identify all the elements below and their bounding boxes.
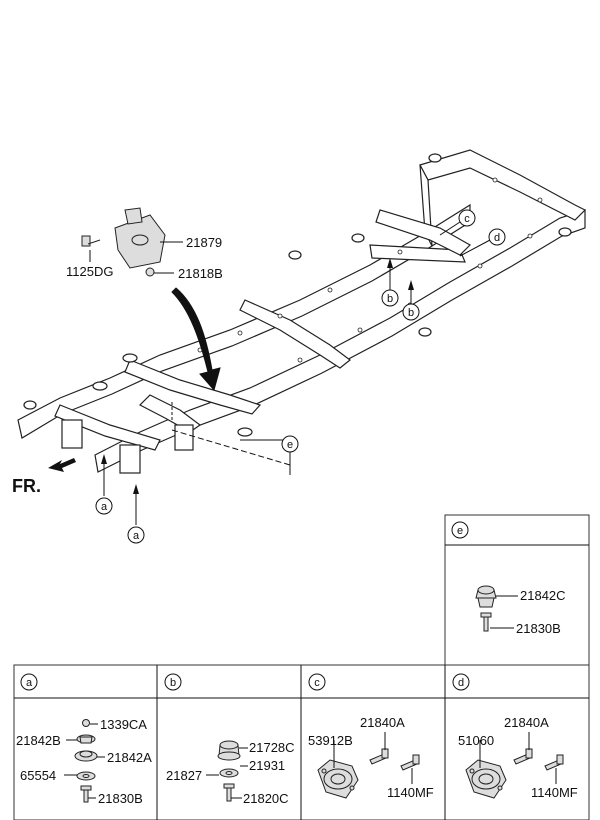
callout-b-1: b bbox=[387, 293, 393, 305]
bracket-assembly bbox=[81, 207, 166, 277]
part-label-1140MF-d: 1140MF bbox=[531, 785, 578, 800]
part-label-21820C: 21820C bbox=[243, 791, 289, 806]
part-label-21827: 21827 bbox=[166, 768, 202, 783]
part-label-1125DG: 1125DG bbox=[66, 264, 113, 279]
panel-a-letter: a bbox=[26, 677, 33, 689]
callout-a-1: a bbox=[101, 501, 108, 513]
callout-a-2: a bbox=[133, 530, 140, 542]
panel-d-parts bbox=[465, 748, 564, 799]
part-label-21842B: 21842B bbox=[16, 733, 61, 748]
callout-e: e bbox=[287, 439, 293, 451]
panel-d-letter: d bbox=[458, 677, 464, 689]
panel-a-parts bbox=[74, 719, 98, 803]
part-label-21879: 21879 bbox=[186, 235, 222, 250]
callout-d: d bbox=[494, 232, 500, 244]
part-label-21840A-d: 21840A bbox=[504, 715, 549, 730]
part-label-21830B-e: 21830B bbox=[516, 621, 561, 636]
panel-e-parts bbox=[475, 585, 497, 632]
part-label-1140MF-c: 1140MF bbox=[387, 785, 434, 800]
front-direction-label: FR. bbox=[12, 476, 41, 496]
detail-panels bbox=[13, 514, 590, 820]
chassis-frame bbox=[17, 149, 587, 474]
part-label-21818B: 21818B bbox=[178, 266, 223, 281]
part-label-21842A: 21842A bbox=[107, 750, 152, 765]
panel-b-parts bbox=[217, 740, 241, 802]
pointer-arrow bbox=[171, 287, 221, 392]
part-label-21931: 21931 bbox=[249, 758, 285, 773]
part-label-53912B: 53912B bbox=[308, 733, 353, 748]
part-label-1339CA: 1339CA bbox=[100, 717, 147, 732]
panel-b-letter: b bbox=[170, 677, 176, 689]
panel-c-letter: c bbox=[314, 677, 320, 689]
part-label-21842C: 21842C bbox=[520, 588, 566, 603]
callout-b-2: b bbox=[408, 307, 414, 319]
part-label-21830B-a: 21830B bbox=[98, 791, 143, 806]
panel-c-parts bbox=[317, 748, 420, 799]
part-label-51060: 51060 bbox=[458, 733, 494, 748]
front-direction-arrow bbox=[48, 458, 76, 472]
part-label-65554: 65554 bbox=[20, 768, 56, 783]
panel-e-letter: e bbox=[457, 525, 463, 537]
callout-c: c bbox=[464, 213, 470, 225]
part-label-21840A-c: 21840A bbox=[360, 715, 405, 730]
part-label-21728C: 21728C bbox=[249, 740, 295, 755]
